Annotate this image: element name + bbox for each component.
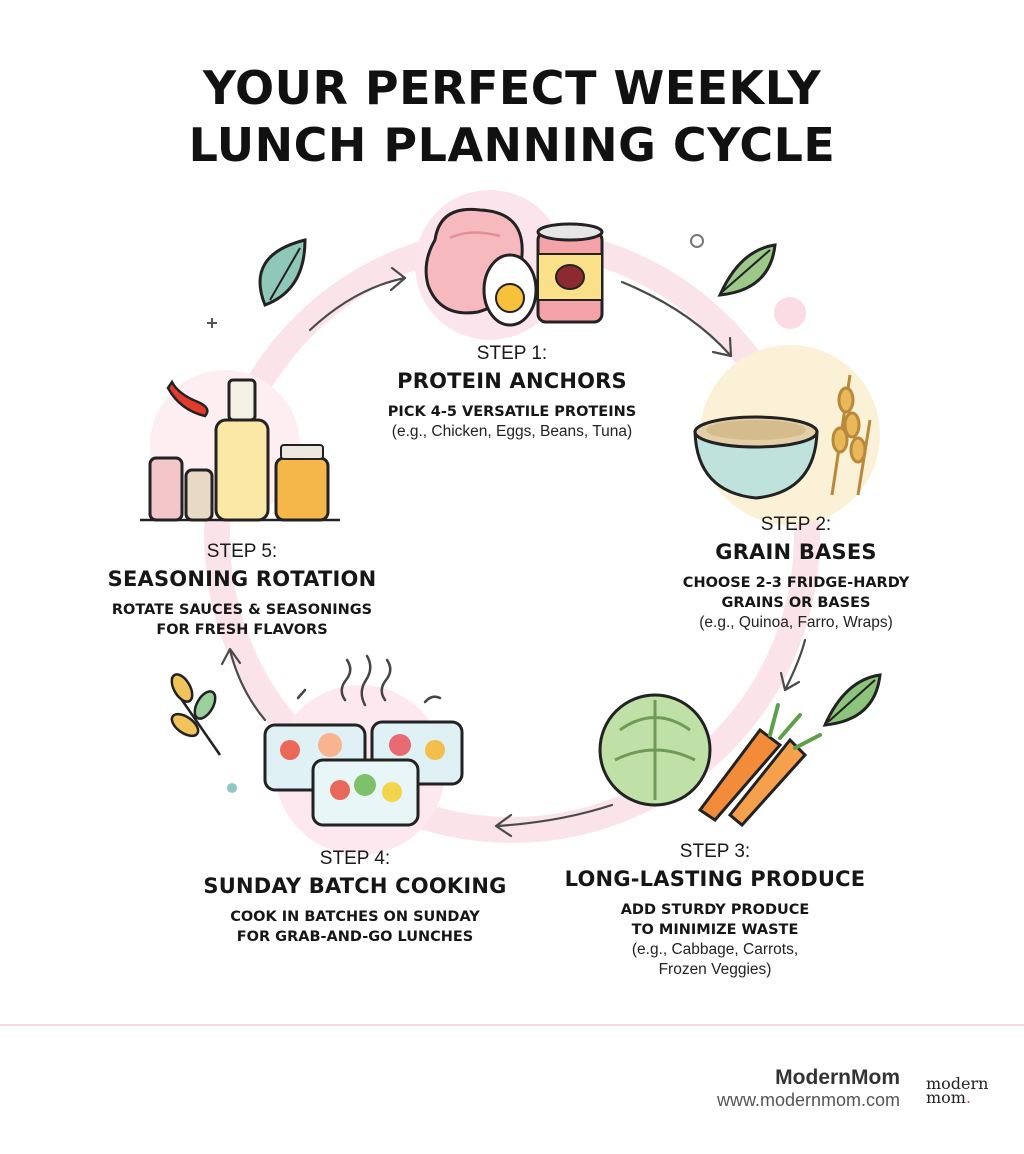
step-5: STEP 5: SEASONING ROTATION ROTATE SAUCES… [82,540,402,640]
step-1-label: STEP 1: [476,343,548,364]
step-1-description: PICK 4-5 VERSATILE PROTEINS [387,404,637,420]
leaf-sprig-icon-left [170,673,222,756]
footer-divider [0,1024,1024,1026]
step-4: STEP 4: SUNDAY BATCH COOKING COOK IN BAT… [180,847,530,947]
boiled-egg-icon [482,253,538,327]
spice-bottles-icon [140,378,340,522]
step-2-example: (e.g., Quinoa, Farro, Wraps) [699,614,893,631]
logo-line-2: mom. [926,1088,972,1107]
step-5-label: STEP 5: [206,541,278,562]
arrow-step2-to-step3 [779,638,807,692]
title-line-1: YOUR PERFECT WEEKLY [202,61,822,115]
step-3-description: ADD STURDY PRODUCE TO MINIMIZE WASTE [620,902,810,938]
leaf-icon-top-right [717,243,777,297]
step-1-example: (e.g., Chicken, Eggs, Beans, Tuna) [391,423,633,440]
step-3-name: LONG-LASTING PRODUCE [564,867,866,891]
sparkle-icon [207,318,217,328]
logo-line-1: modern [926,1074,989,1093]
leaf-icon-right [822,673,882,727]
carrot-icon [697,703,822,828]
footer-brand-name: ModernMom [775,1066,900,1089]
chili-pepper-icon [166,379,209,418]
step-5-description: ROTATE SAUCES & SEASONINGS FOR FRESH FLA… [111,602,373,638]
arrow-step4-to-step5 [220,647,267,722]
grain-bowl-icon [693,415,819,500]
arrow-step3-to-step4 [494,803,614,838]
step-4-description: COOK IN BATCHES ON SUNDAY FOR GRAB-AND-G… [230,909,480,945]
bean-can-icon [536,222,604,324]
title-line-2: LUNCH PLANNING CYCLE [188,118,836,172]
cabbage-icon [598,693,712,807]
arrow-step5-to-step1 [308,266,407,332]
step-5-name: SEASONING ROTATION [107,567,377,591]
step-2: STEP 2: GRAIN BASES CHOOSE 2-3 FRIDGE-HA… [646,513,946,633]
step-2-description: CHOOSE 2-3 FRIDGE-HARDY GRAINS OR BASES [682,575,910,611]
step-4-name: SUNDAY BATCH COOKING [203,874,507,898]
step-4-label: STEP 4: [319,848,391,869]
footer-website-link[interactable]: www.modernmom.com [716,1090,900,1110]
decor-dot-teal [227,783,237,793]
wheat-icon [830,374,872,496]
step-1-name: PROTEIN ANCHORS [397,369,627,393]
step-3-label: STEP 3: [679,841,751,862]
step-3: STEP 3: LONG-LASTING PRODUCE ADD STURDY … [545,840,885,980]
steam-icon [296,654,442,707]
decor-ring [690,234,704,248]
meal-prep-containers-icon [263,720,464,827]
leaf-icon-top-left [258,238,307,307]
page-title: YOUR PERFECT WEEKLY LUNCH PLANNING CYCLE [0,60,1024,174]
decor-dot [774,297,806,329]
step-2-label: STEP 2: [760,514,832,535]
modernmom-logo: modern mom. [926,1074,1002,1107]
step-3-example: (e.g., Cabbage, Carrots, Frozen Veggies) [631,941,799,978]
step-1: STEP 1: PROTEIN ANCHORS PICK 4-5 VERSATI… [344,342,680,442]
step-2-name: GRAIN BASES [715,540,877,564]
arrow-step1-to-step2 [620,280,733,358]
